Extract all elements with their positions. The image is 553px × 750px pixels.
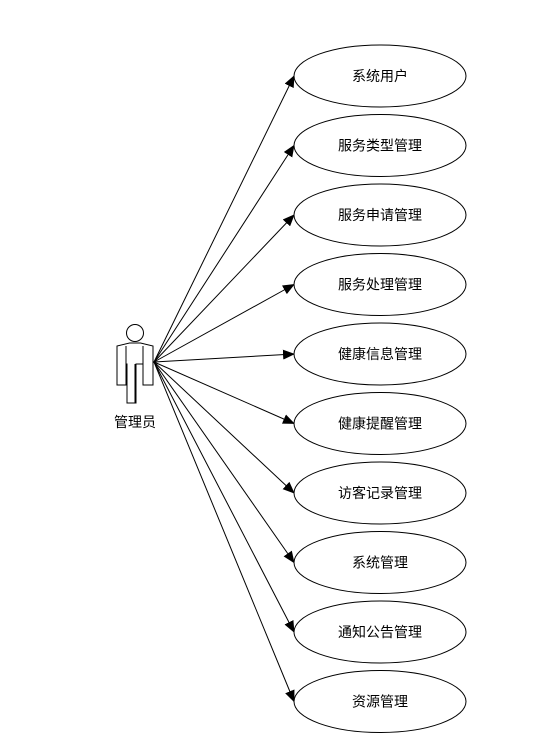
use-case-label: 服务处理管理 xyxy=(338,278,422,294)
association-line-3 xyxy=(153,214,295,363)
use-case-label: 健康信息管理 xyxy=(338,346,422,363)
use-case-6: 健康提醒管理 xyxy=(293,392,467,455)
association-line-9 xyxy=(153,361,295,633)
use-case-label: 系统管理 xyxy=(352,556,408,572)
use-case-10: 资源管理 xyxy=(293,670,467,733)
use-case-ellipse xyxy=(293,44,467,108)
association-lines xyxy=(153,75,295,703)
use-case-label: 通知公告管理 xyxy=(338,624,422,641)
association-line-2 xyxy=(153,144,295,363)
association-line-7 xyxy=(153,361,295,494)
use-case-ellipse xyxy=(293,253,467,316)
use-case-ellipse xyxy=(293,461,467,525)
use-case-label: 访客记录管理 xyxy=(338,485,422,502)
association-line-4 xyxy=(153,284,295,363)
use-case-1: 系统用户 xyxy=(293,44,467,108)
use-case-3: 服务申请管理 xyxy=(293,183,467,247)
use-case-label: 服务申请管理 xyxy=(338,208,422,224)
use-case-5: 健康信息管理 xyxy=(293,322,467,386)
association-line-10 xyxy=(153,361,295,703)
use-case-4: 服务处理管理 xyxy=(293,253,467,316)
use-case-label: 系统用户 xyxy=(352,68,408,85)
association-line-6 xyxy=(153,361,295,424)
use-case-label: 资源管理 xyxy=(352,695,408,711)
use-case-ellipse xyxy=(293,600,467,664)
use-case-9: 通知公告管理 xyxy=(293,600,467,664)
association-line-5 xyxy=(153,349,295,363)
use-case-label: 健康提醒管理 xyxy=(338,416,422,433)
use-case-ellipse xyxy=(293,670,467,733)
use-case-ellipse xyxy=(293,531,467,594)
use-case-8: 系统管理 xyxy=(293,531,467,594)
use-case-ellipse xyxy=(293,322,467,386)
use-case-2: 服务类型管理 xyxy=(293,114,467,177)
association-line-1 xyxy=(153,75,295,363)
actor-label: 管理员 xyxy=(114,415,156,431)
use-case-ellipse xyxy=(293,183,467,247)
actor-head xyxy=(126,324,144,342)
use-case-ellipse xyxy=(293,392,467,455)
use-case-7: 访客记录管理 xyxy=(293,461,467,525)
use-case-ellipse xyxy=(293,114,467,177)
actor-admin: 管理员 xyxy=(114,324,156,431)
use-case-label: 服务类型管理 xyxy=(338,139,422,155)
use-cases: 系统用户服务类型管理服务申请管理服务处理管理健康信息管理健康提醒管理访客记录管理… xyxy=(293,44,467,733)
association-line-8 xyxy=(153,361,295,564)
